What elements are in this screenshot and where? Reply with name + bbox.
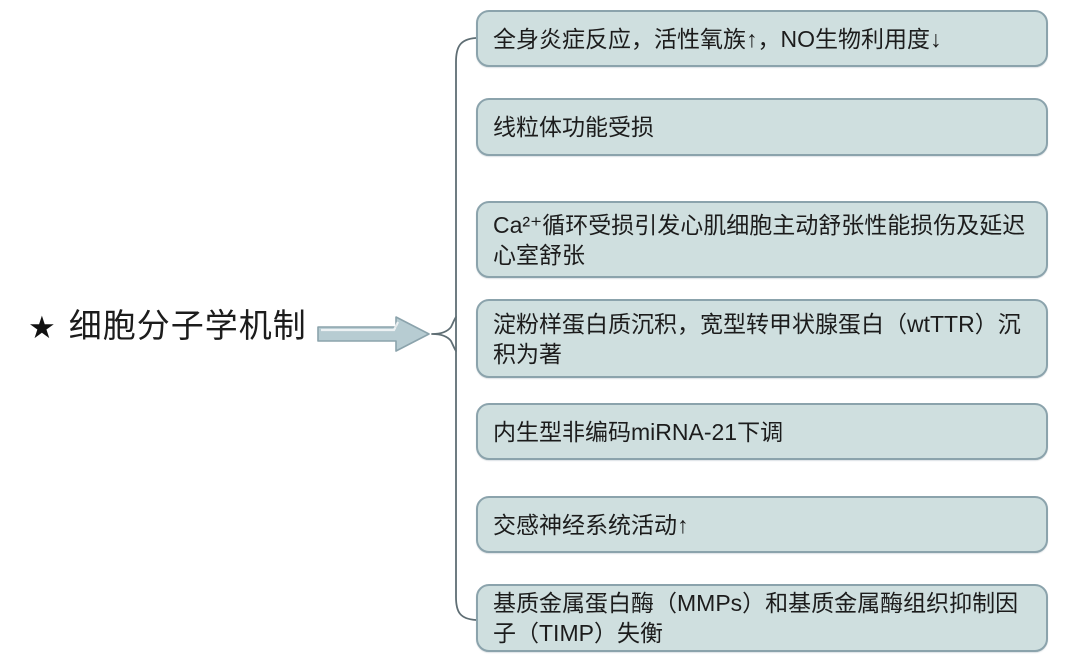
branch-box-mmp-timp: 基质金属蛋白酶（MMPs）和基质金属酶组织抑制因子（TIMP）失衡 bbox=[476, 584, 1048, 652]
star-icon: ★ bbox=[28, 310, 56, 346]
block-arrow-highlight bbox=[321, 321, 399, 332]
branch-label: Ca²⁺循环受损引发心肌细胞主动舒张性能损伤及延迟心室舒张 bbox=[493, 211, 1026, 268]
root-node: ★ 细胞分子学机制 bbox=[28, 306, 307, 346]
block-arrow-icon bbox=[317, 316, 430, 352]
branch-label: 基质金属蛋白酶（MMPs）和基质金属酶组织抑制因子（TIMP）失衡 bbox=[493, 590, 1019, 646]
branch-label: 全身炎症反应，活性氧族↑，NO生物利用度↓ bbox=[493, 25, 942, 52]
branch-box-inflammation: 全身炎症反应，活性氧族↑，NO生物利用度↓ bbox=[476, 10, 1048, 67]
branch-label: 淀粉样蛋白质沉积，宽型转甲状腺蛋白（wtTTR）沉积为著 bbox=[493, 310, 1021, 367]
branch-box-mitochondria: 线粒体功能受损 bbox=[476, 98, 1048, 156]
branch-box-amyloid: 淀粉样蛋白质沉积，宽型转甲状腺蛋白（wtTTR）沉积为著 bbox=[476, 299, 1048, 378]
root-node-label: 细胞分子学机制 bbox=[68, 307, 307, 344]
brace-fork-line bbox=[431, 316, 457, 352]
branch-box-calcium-cycling: Ca²⁺循环受损引发心肌细胞主动舒张性能损伤及延迟心室舒张 bbox=[476, 201, 1048, 278]
brace-line bbox=[455, 37, 477, 621]
branch-label: 交感神经系统活动↑ bbox=[493, 511, 689, 538]
branch-box-mirna: 内生型非编码miRNA-21下调 bbox=[476, 403, 1048, 460]
branch-box-sympathetic: 交感神经系统活动↑ bbox=[476, 496, 1048, 553]
branch-label: 内生型非编码miRNA-21下调 bbox=[493, 418, 784, 445]
branch-label: 线粒体功能受损 bbox=[493, 114, 654, 140]
